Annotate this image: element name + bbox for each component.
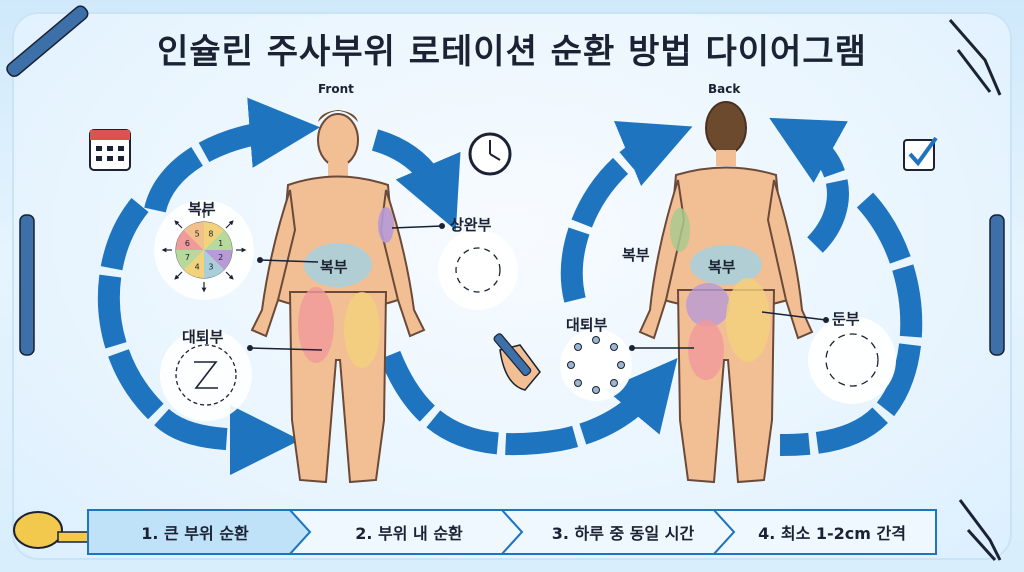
caliper-icon [948,19,1002,562]
clock-wedge-number: 3 [208,263,213,272]
back-thigh-dots [560,329,632,401]
clock-wedge-number: 7 [185,253,190,262]
arrow-back-right-outer [779,192,923,456]
hand-pen-icon [493,333,541,391]
thigh-pattern-circle [160,329,252,421]
front-body [247,110,445,484]
back-abdomen-zone [690,245,762,285]
back-arm-green [670,208,690,252]
front-thigh-yellow [344,292,380,368]
back-abdomen-label: 복부 [708,258,736,276]
abdomen-clock-circle [154,200,254,300]
front-abdomen-zone [304,243,372,287]
step-4: 4. 최소 1-2cm 간격 [758,524,906,543]
clock-icon [468,132,512,176]
arrow-front-to-arm [371,129,461,231]
tape-measure-icon [13,511,103,549]
arm-rotation-circle [438,230,518,310]
clock-wedge-number: 4 [195,263,200,272]
arrow-bottom-cross [379,350,678,456]
page-title: 인슐린 주사부위 로테이션 순환 방법 다이어그램 [157,32,867,72]
upper-arm-label: 상완부 [450,216,492,234]
checkbox-icon [903,136,938,171]
front-view-label: Front [318,82,354,96]
back-abdomen-left-label: 복부 [622,246,650,264]
buttock-rotation-circle [808,316,896,404]
arrow-left-outer [97,198,301,476]
step-1: 1. 큰 부위 순환 [141,524,249,543]
back-view-label: Back [708,82,741,96]
clock-wedge-number: 2 [218,253,223,262]
clock-wedge-number: 1 [218,239,223,248]
arrow-back-left [560,121,693,303]
front-thigh-red [298,287,334,363]
back-body [629,101,829,484]
calendar-icon [89,129,131,171]
step-3: 3. 하루 중 동일 시간 [551,524,695,543]
clock-wedge-number: 5 [195,229,200,238]
buttock-label: 둔부 [832,310,860,328]
front-arm-purple [378,207,394,243]
thigh-circle-label: 대퇴부 [182,328,224,346]
clock-wedge-number: 8 [208,229,213,238]
rotation-arrows [97,97,923,476]
front-abdomen-label: 복부 [320,258,348,276]
back-buttock-purple [686,283,730,327]
insulin-pen-icon [6,5,1005,356]
steps-row: 1. 큰 부위 순환 2. 부위 내 순환 3. 하루 중 동일 시간 4. 최… [88,510,936,554]
back-thigh-label: 대퇴부 [566,316,608,334]
clock-wedge-number: 6 [185,239,190,248]
back-thigh-red [688,320,724,380]
back-buttock-yellow [726,278,770,362]
abdomen-circle-label: 복부 [188,200,216,218]
arrow-back-right-up [769,117,849,253]
step-2: 2. 부위 내 순환 [355,524,463,543]
step-bar [87,509,937,555]
arrow-left-top [144,97,321,214]
